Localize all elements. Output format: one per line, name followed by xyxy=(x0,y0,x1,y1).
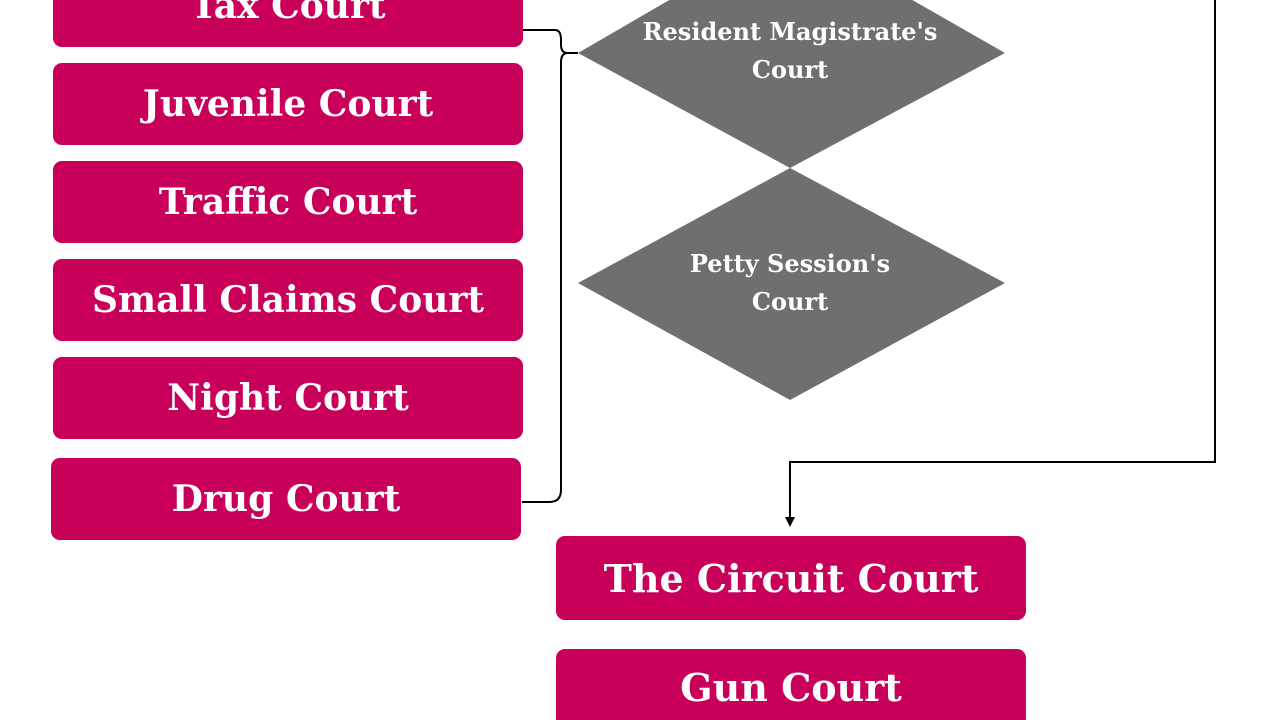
court-box-tax: Tax Court xyxy=(53,0,523,47)
loop-connector-arrow xyxy=(785,0,1216,527)
diamond-resident-magistrates-court xyxy=(578,0,1005,168)
court-box-night: Night Court xyxy=(53,357,523,439)
court-label: Juvenile Court xyxy=(142,83,434,125)
brace-connector xyxy=(522,29,578,503)
court-label: Drug Court xyxy=(171,478,401,520)
court-label: Traffic Court xyxy=(158,181,418,223)
court-label: Tax Court xyxy=(190,0,386,27)
court-box-drug: Drug Court xyxy=(51,458,521,540)
court-label: Night Court xyxy=(167,377,409,419)
court-box-circuit: The Circuit Court xyxy=(556,536,1026,620)
court-box-small-claims: Small Claims Court xyxy=(53,259,523,341)
diamond-label-resident-magistrates: Resident Magistrate's Court xyxy=(642,17,938,84)
diamond-petty-sessions-court xyxy=(578,168,1005,400)
court-label: The Circuit Court xyxy=(603,555,979,601)
court-box-juvenile: Juvenile Court xyxy=(53,63,523,145)
court-label: Small Claims Court xyxy=(92,279,484,321)
court-box-traffic: Traffic Court xyxy=(53,161,523,243)
court-box-gun: Gun Court xyxy=(556,649,1026,720)
court-label: Gun Court xyxy=(680,664,902,710)
diamond-label-petty-sessions: Petty Session's Court xyxy=(689,249,891,316)
